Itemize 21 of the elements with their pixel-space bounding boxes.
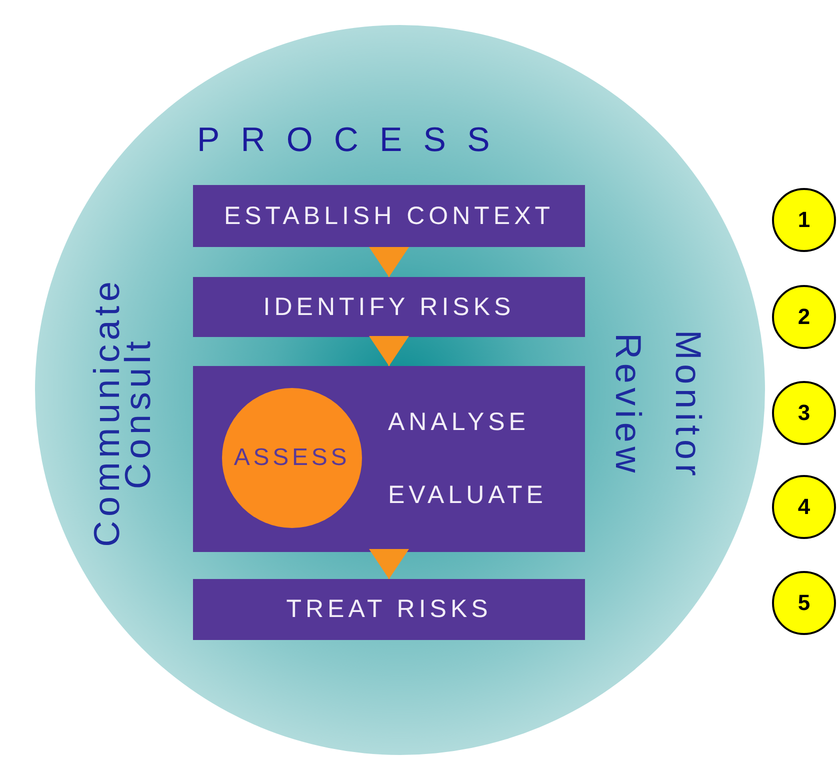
- side-label: Review: [610, 332, 646, 479]
- callout-number: 1: [798, 209, 810, 231]
- arrow: [369, 549, 409, 579]
- step-label: IDENTIFY RISKS: [263, 294, 515, 320]
- arrow: [369, 336, 409, 366]
- process-box: [193, 185, 585, 247]
- process-box: [193, 579, 585, 640]
- step-label: ESTABLISH CONTEXT: [224, 204, 554, 228]
- step-label: EVALUATE: [388, 483, 548, 508]
- process-box: [193, 277, 585, 337]
- callout-number: 3: [798, 402, 810, 424]
- callout-number: 4: [798, 496, 810, 518]
- step-label: ASSESS: [234, 446, 350, 470]
- arrow: [369, 247, 409, 277]
- callout-number: 5: [798, 592, 810, 614]
- step-label: ANALYSE: [388, 410, 530, 435]
- process-box: [193, 366, 585, 552]
- side-label: Monitor: [670, 328, 706, 482]
- callout-number: 2: [798, 306, 810, 328]
- section-title: PROCESS: [196, 123, 512, 157]
- step-label: TREAT RISKS: [286, 597, 492, 622]
